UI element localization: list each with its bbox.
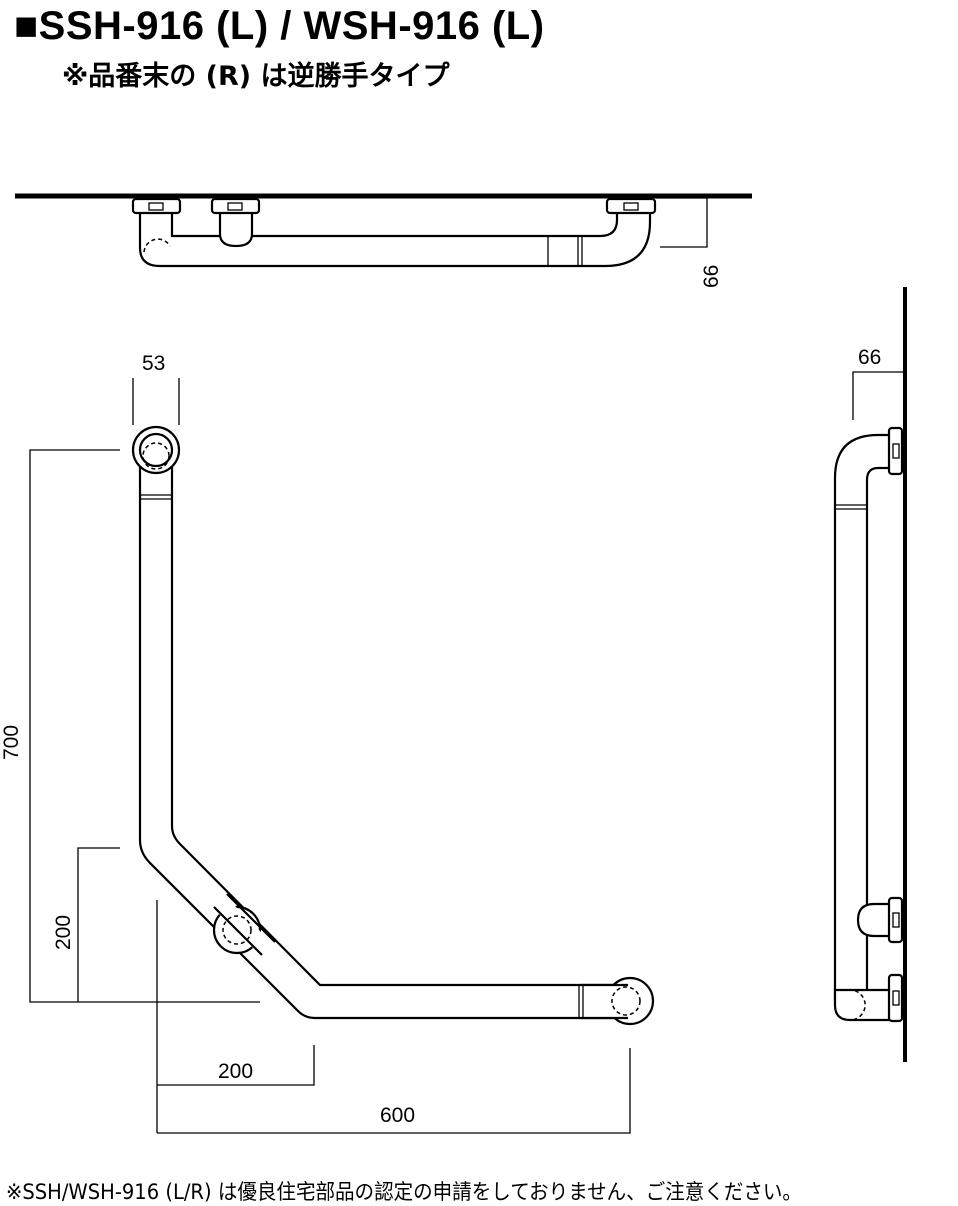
bracket-side-3 — [887, 973, 904, 1023]
dim-label-top-depth: 66 — [700, 265, 723, 288]
bottom-support-side — [833, 988, 892, 1022]
middle-support-side — [856, 902, 892, 938]
dim-label-total-height: 700 — [0, 725, 23, 760]
dimension-line-53 — [132, 378, 180, 425]
grab-bar-front — [138, 448, 632, 1020]
certification-footnote: ※SSH/WSH-916 (L/R) は優良住宅部品の認定の申請をしておりません… — [6, 1180, 802, 1204]
dim-label-bend-height: 200 — [52, 915, 75, 950]
dim-label-diameter: 53 — [142, 352, 165, 375]
bracket-top-2 — [210, 197, 261, 215]
dimension-line-700 — [29, 449, 260, 1003]
dimension-line-66-top — [656, 197, 708, 248]
dim-label-bend-width: 200 — [218, 1060, 253, 1083]
bracket-top-3 — [605, 197, 657, 215]
front-view: 53 700 200 200 600 — [0, 352, 655, 1134]
middle-support-top — [218, 208, 254, 248]
dimension-line-200-horizontal — [156, 900, 315, 1133]
dimension-line-66-side — [852, 371, 905, 420]
bracket-side-2 — [887, 896, 904, 944]
top-view: 66 — [15, 193, 752, 288]
dimension-line-600 — [157, 1048, 631, 1134]
reverse-type-note: ※品番末の (R) は逆勝手タイプ — [62, 61, 450, 92]
bracket-top-1 — [131, 197, 182, 215]
dim-label-total-width: 600 — [380, 1104, 415, 1127]
side-view: 66 — [833, 287, 907, 1062]
product-title: ■SSH-916 (L) / WSH-916 (L) — [14, 4, 545, 48]
bracket-side-1 — [887, 426, 904, 476]
dimension-line-200-vertical — [77, 847, 120, 1002]
dim-label-side-depth: 66 — [858, 346, 881, 369]
grab-bar-top — [138, 208, 652, 268]
